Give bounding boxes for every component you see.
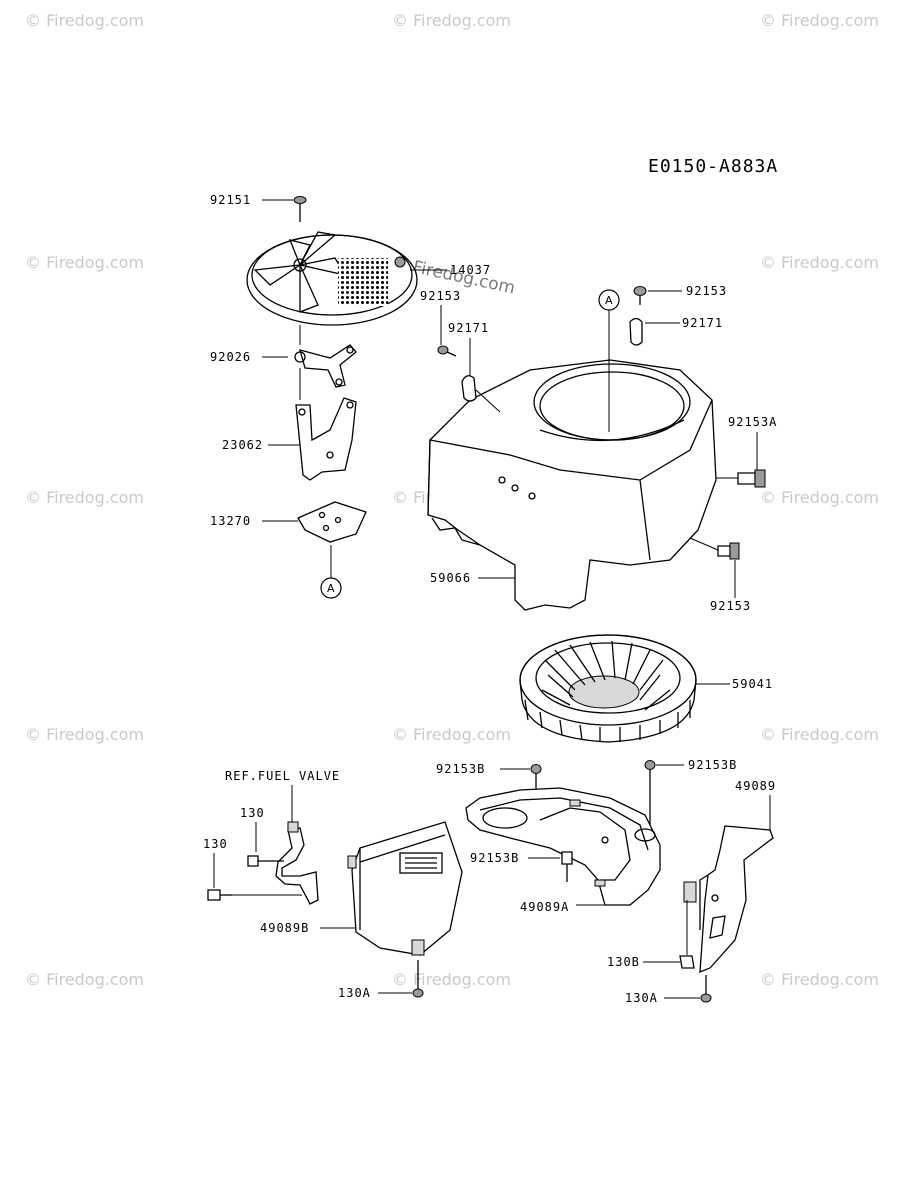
- part-130-bolt: 130: [240, 806, 284, 867]
- watermark: © Firedog.com: [760, 253, 879, 272]
- part-label: 130A: [338, 986, 371, 1000]
- part-label: 92151: [210, 193, 251, 207]
- part-92153a-bolt: 92153A: [716, 415, 777, 488]
- part-23062-bracket: 23062: [222, 397, 357, 481]
- part-label: 92171: [682, 316, 723, 330]
- watermark: © Firedog.com: [25, 253, 144, 272]
- part-label: 49089A: [520, 900, 569, 914]
- fuel-valve-bracket: [275, 785, 319, 905]
- part-92171-clip: 92171: [448, 321, 501, 413]
- part-14037-screen: 14037: [246, 231, 491, 326]
- part-label: 130B: [607, 955, 640, 969]
- part-label: 92171: [448, 321, 489, 335]
- part-92153-screw: 92153: [420, 289, 461, 357]
- watermark: © Firedog.com: [25, 970, 144, 989]
- part-130a-bolt: 130A: [625, 975, 712, 1005]
- part-92153b-screw: 92153B: [470, 851, 573, 882]
- part-92153b-screw: 92153B: [644, 758, 737, 830]
- callout-a-circle: [320, 577, 342, 599]
- part-label: 59041: [732, 677, 773, 691]
- part-label: 130A: [625, 991, 658, 1005]
- part-49089-cover: 49089: [683, 779, 776, 973]
- part-label: 49089: [735, 779, 776, 793]
- part-label: 59066: [430, 571, 471, 585]
- part-label: 92153B: [470, 851, 519, 865]
- part-label: 14037: [450, 263, 491, 277]
- part-label: 92153A: [728, 415, 777, 429]
- part-59041-fan: 59041: [519, 634, 773, 743]
- watermark: © Firedog.com: [760, 11, 879, 30]
- part-label: 92153B: [436, 762, 485, 776]
- part-label: 92153: [710, 599, 751, 613]
- part-label: 49089B: [260, 921, 309, 935]
- part-label: 92026: [210, 350, 251, 364]
- part-label: 92153B: [688, 758, 737, 772]
- ref-note: REF.FUEL VALVE: [225, 769, 340, 783]
- part-13270-plate: 13270: [210, 501, 367, 543]
- watermark: © Firedog.com: [392, 725, 511, 744]
- watermark: © Firedog.com: [25, 11, 144, 30]
- part-label: 130: [240, 806, 265, 820]
- part-label: 92153: [686, 284, 727, 298]
- part-label: 23062: [222, 438, 263, 452]
- watermark: © Firedog.com: [760, 970, 879, 989]
- callout-label: A: [327, 582, 335, 595]
- watermark: © Firedog.com: [760, 488, 879, 507]
- watermark: © Firedog.com: [392, 11, 511, 30]
- part-59066-housing: 59066: [427, 359, 717, 611]
- part-92151-screw: 92151: [210, 193, 307, 222]
- watermark: © Firedog.com: [25, 725, 144, 744]
- part-label: 13270: [210, 514, 251, 528]
- part-49089b-cover: 49089B: [260, 821, 463, 956]
- watermark: © Firedog.com: [392, 970, 511, 989]
- part-92153-screw: 92153: [689, 537, 751, 613]
- diagram-code: E0150-A883A: [648, 156, 778, 177]
- part-label: 92153: [420, 289, 461, 303]
- watermark: © Firedog.com: [760, 725, 879, 744]
- part-92171-clip: 92171: [629, 316, 723, 346]
- watermark: © Firedog.com: [25, 488, 144, 507]
- part-130a-bolt: 130A: [338, 960, 424, 1000]
- part-label: 130: [203, 837, 228, 851]
- part-92153b-screw: 92153B: [436, 762, 542, 790]
- part-49089a-plate: 49089A: [465, 787, 661, 914]
- callout-label: A: [605, 294, 613, 307]
- part-130b-bolt: 130B: [607, 900, 695, 969]
- part-92026-plate: 92026: [210, 344, 357, 388]
- part-92153-screw: 92153: [633, 284, 727, 305]
- part-130-bolt: 130: [203, 837, 302, 901]
